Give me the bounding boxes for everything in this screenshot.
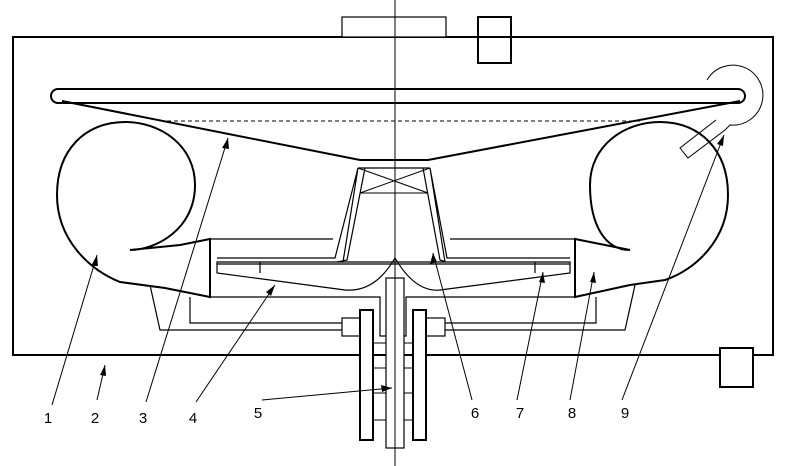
lower-frame: [149, 284, 636, 331]
funnel: [61, 100, 741, 161]
label-9: 9: [620, 405, 630, 422]
label-3: 3: [138, 410, 148, 427]
hook: [679, 64, 764, 159]
central-cone: [217, 167, 570, 263]
pulley-right: [412, 309, 427, 441]
right-torus: [574, 120, 730, 299]
label-6: 6: [470, 405, 480, 422]
label-5: 5: [253, 405, 263, 422]
label-8: 8: [567, 405, 577, 422]
bearing-left: [341, 317, 361, 337]
label-4: 4: [188, 410, 198, 427]
label-7: 7: [515, 405, 525, 422]
leader-lines: [51, 134, 725, 406]
bottom-right-box: [719, 347, 754, 388]
top-right-box: [477, 16, 512, 64]
tray-bar: [50, 88, 746, 104]
top-cap: [341, 16, 447, 38]
label-1: 1: [43, 410, 53, 427]
arrowheads: [91, 135, 724, 392]
pulley-left: [359, 309, 374, 441]
bearing-right: [425, 317, 446, 337]
inner-casing: [210, 238, 575, 337]
label-2: 2: [90, 410, 100, 427]
